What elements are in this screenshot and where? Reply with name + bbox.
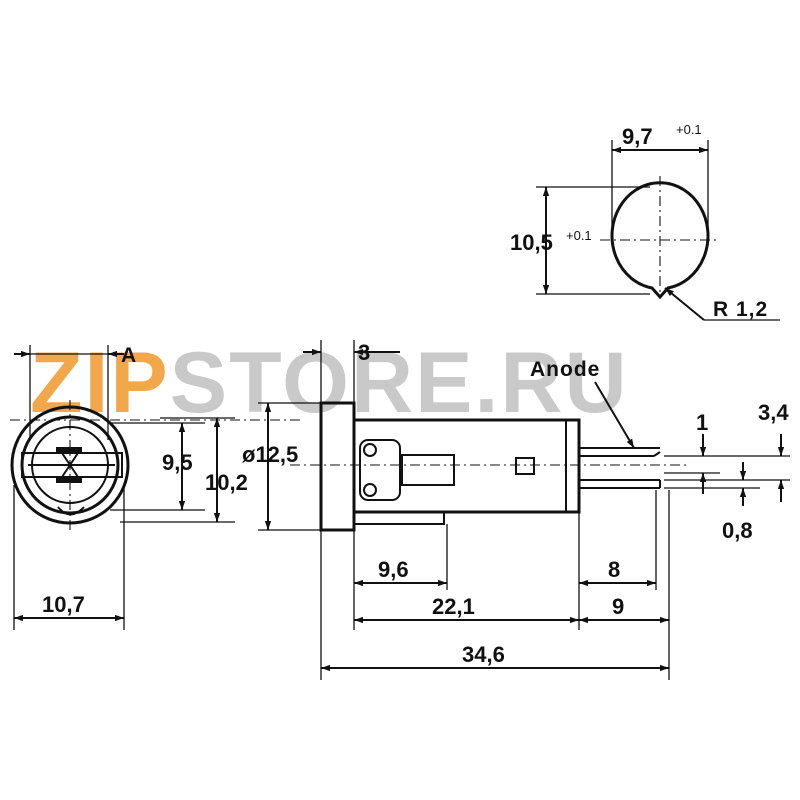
side-view: Anode ø12,5 3 9,6 8 22,1 9 34,6: [242, 340, 790, 680]
dim-pin-9: 9: [612, 594, 624, 619]
watermark: ZIPSTORE.RU: [30, 335, 629, 431]
dim-cutout-height-tol: +0.1: [566, 228, 592, 243]
dim-pin-thickness: 0,8: [722, 518, 753, 543]
dim-height-10-2: 10,2: [205, 470, 248, 495]
dim-cutout-height: 10,5: [510, 230, 553, 255]
dim-diameter: ø12,5: [242, 442, 298, 467]
dim-overall: 34,6: [462, 642, 505, 667]
dim-body-9-6: 9,6: [378, 557, 409, 582]
label-a: A: [121, 344, 137, 367]
dim-flange-thickness: 3: [358, 340, 370, 365]
dim-cutout-width: 9,7: [622, 124, 653, 149]
front-view: A 10,7 9,5 10,2: [10, 344, 300, 630]
svg-text:ZIPSTORE.RU: ZIPSTORE.RU: [30, 335, 629, 431]
dim-pin-spacing: 3,4: [758, 400, 789, 425]
label-radius: R 1,2: [713, 298, 768, 321]
dim-body-22-1: 22,1: [432, 594, 475, 619]
watermark-suffix: STORE.RU: [170, 335, 629, 431]
panel-cutout-view: 9,7 +0.1 10,5 +0.1 R 1,2: [510, 122, 780, 321]
dim-pin-8: 8: [608, 557, 620, 582]
dim-cutout-width-tol: +0.1: [676, 122, 702, 137]
dim-height-9-5: 9,5: [162, 450, 193, 475]
cutout-outline: [610, 181, 710, 300]
dim-pin-gap-1: 1: [696, 410, 708, 435]
dim-front-width: 10,7: [42, 592, 85, 617]
label-anode: Anode: [530, 358, 600, 381]
